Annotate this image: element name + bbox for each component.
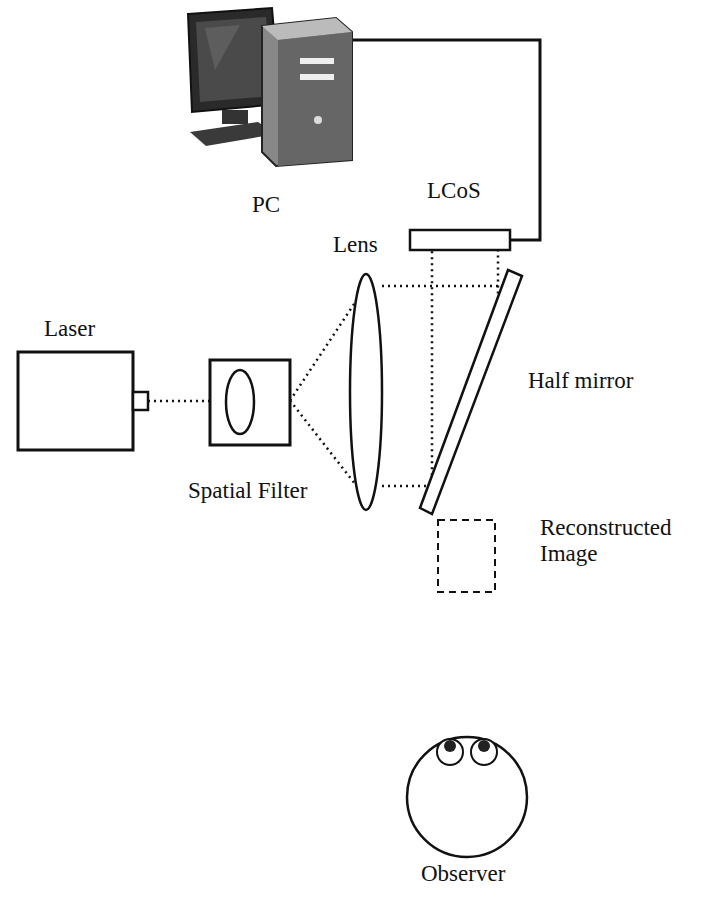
lens-shape	[330, 228, 410, 515]
laser: Laser	[12, 310, 157, 455]
part-label: PC	[252, 192, 280, 218]
part-label: Half mirror	[528, 368, 633, 394]
reconstructed-image: Reconstructed Image	[430, 512, 710, 607]
half-mirror: Half mirror	[410, 265, 690, 520]
lcos-panel: LCoS	[400, 175, 520, 255]
computer: PC	[175, 5, 365, 225]
part-label: LCoS	[427, 178, 481, 204]
part-label: Spatial Filter	[188, 478, 307, 504]
part-label: Lens	[333, 232, 378, 258]
observer: Observer	[395, 725, 545, 893]
spatial-filter: Spatial Filter	[185, 355, 345, 520]
lens: Lens	[330, 228, 410, 515]
signal-cable	[352, 40, 540, 240]
light-beam	[148, 400, 210, 403]
part-label: Laser	[44, 316, 95, 342]
part-label: Observer	[421, 861, 505, 887]
part-label: Reconstructed Image	[540, 515, 708, 568]
